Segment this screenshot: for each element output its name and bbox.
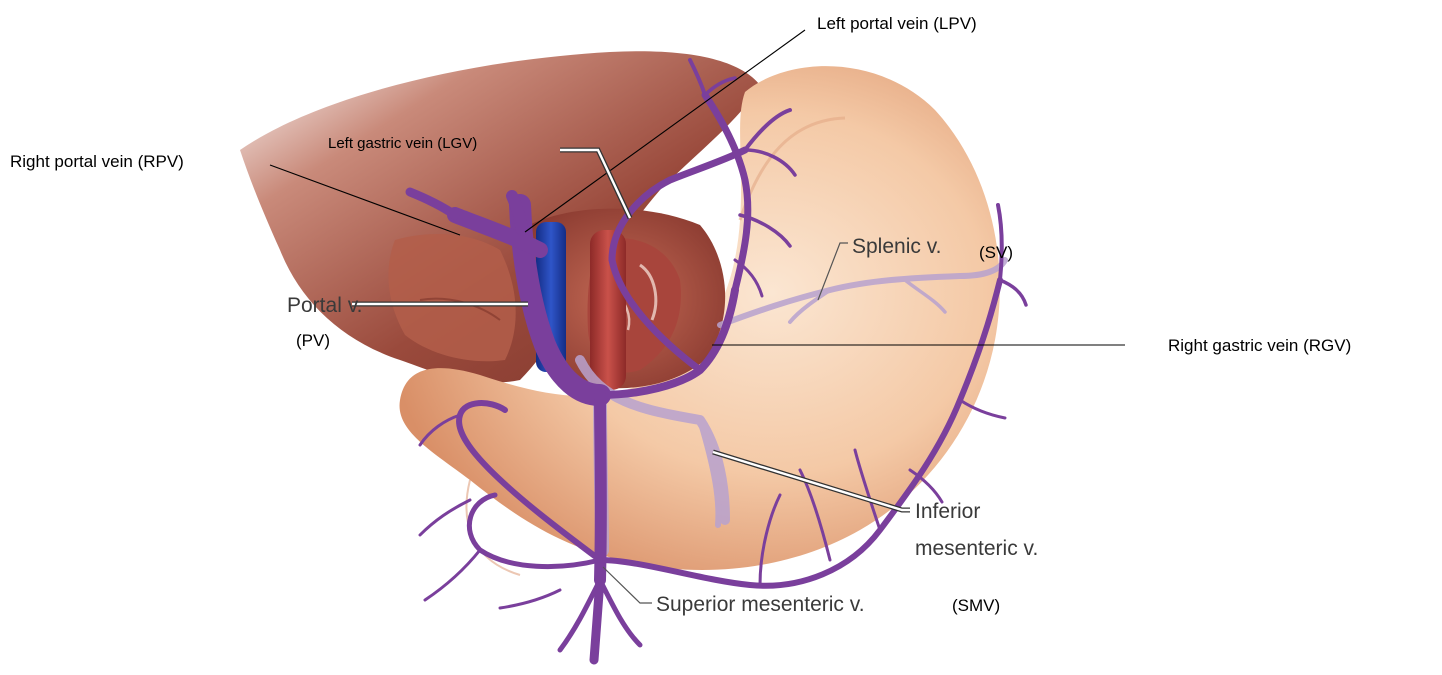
label-left-portal-vein: Left portal vein (LPV) (817, 14, 977, 33)
label-inferior-line1: Inferior (915, 500, 980, 523)
label-left-gastric-vein: Left gastric vein (LGV) (328, 135, 477, 152)
label-pv-abbr: (PV) (296, 331, 330, 350)
label-smv-abbr: (SMV) (952, 596, 1000, 615)
label-inferior-line2: mesenteric v. (915, 537, 1038, 560)
label-sv-abbr: (SV) (979, 243, 1013, 262)
label-portal-v: Portal v. (287, 294, 362, 317)
label-superior-mesenteric-v: Superior mesenteric v. (656, 593, 865, 616)
aorta (590, 230, 626, 390)
label-splenic-v: Splenic v. (852, 235, 942, 258)
label-right-gastric-vein: Right gastric vein (RGV) (1168, 336, 1351, 355)
label-right-portal-vein: Right portal vein (RPV) (10, 152, 184, 171)
